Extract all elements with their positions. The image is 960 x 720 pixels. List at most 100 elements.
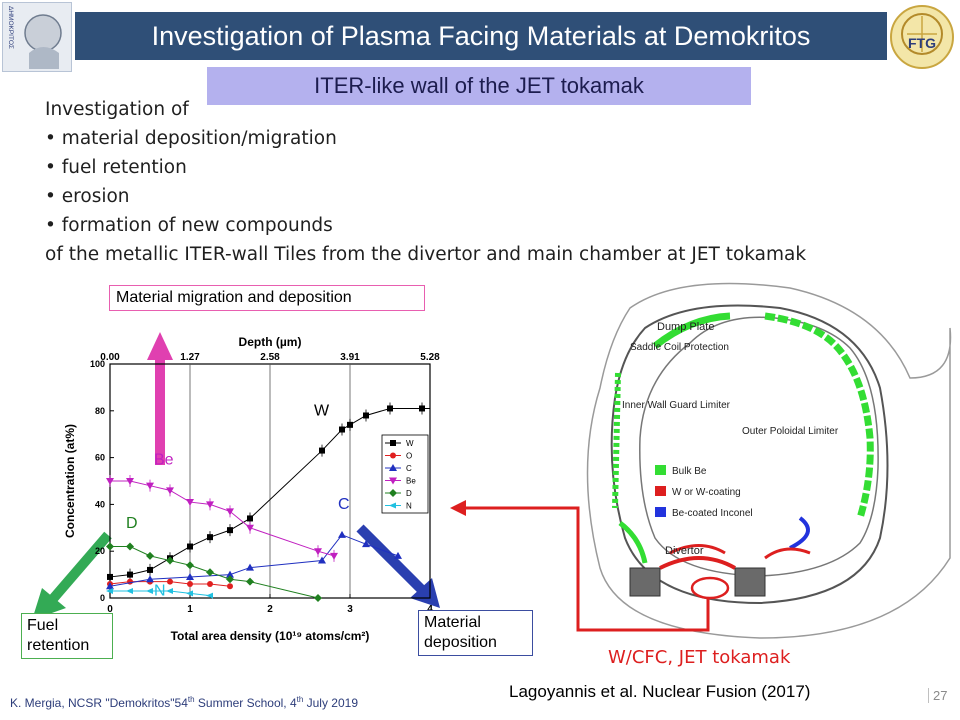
- demokritos-logo: ΔΗΜΟΚΡΙΤΟΣ: [2, 2, 72, 72]
- legend-w-coating: W or W-coating: [672, 487, 741, 498]
- data-point-d: [186, 561, 194, 570]
- bullet-item: • material deposition/migration: [45, 128, 337, 149]
- footer-sup: th: [296, 695, 304, 704]
- footer-sup: th: [187, 695, 195, 704]
- data-point-n: [106, 587, 113, 594]
- legend-entry: D: [406, 489, 412, 498]
- data-point-c: [338, 530, 346, 538]
- migration-arrow-head: [147, 332, 173, 360]
- legend-marker: [390, 440, 396, 446]
- footer-end: July 2019: [303, 696, 358, 710]
- data-point-c: [362, 540, 370, 548]
- series-line-be: [110, 480, 335, 557]
- x-tick-label: 1: [187, 604, 193, 615]
- closing-text: of the metallic ITER-wall Tiles from the…: [45, 244, 807, 265]
- migration-arrow-shaft: [155, 355, 165, 465]
- bullet-item: • fuel retention: [45, 157, 187, 178]
- legend-inconel: Be-coated Inconel: [672, 508, 753, 519]
- data-point-d: [126, 542, 134, 551]
- footer-author: K. Mergia, NCSR "Demokritos"54: [10, 696, 188, 710]
- data-point-be: [314, 548, 322, 556]
- intro-text: Investigation of: [45, 99, 189, 120]
- data-point-c: [226, 570, 234, 578]
- y-tick-label: 40: [95, 499, 105, 509]
- slide-subtitle: ITER-like wall of the JET tokamak: [207, 67, 751, 105]
- page-number: 27: [928, 688, 947, 703]
- top-tick-label: 0.00: [100, 352, 120, 363]
- x-tick-label: 2: [267, 604, 273, 615]
- chart-legend: [381, 434, 429, 514]
- x-axis-label: Total area density (10¹⁹ atoms/cm²): [171, 629, 370, 643]
- data-point-o: [227, 583, 233, 590]
- outer-limiter-label: Outer Poloidal Limiter: [742, 426, 839, 437]
- saddle-coil-label: Saddle Coil Protection: [630, 342, 729, 353]
- fuel-retention-arrow-shaft: [48, 531, 112, 604]
- data-point-w: [147, 566, 153, 573]
- data-point-w: [319, 447, 325, 454]
- data-point-be: [106, 478, 114, 485]
- legend-entry: W: [406, 439, 414, 448]
- legend-bulk-be: Bulk Be: [672, 466, 707, 477]
- svg-text:ΔΗΜΟΚΡΙΤΟΣ: ΔΗΜΟΚΡΙΤΟΣ: [7, 6, 14, 49]
- bullet-item: • formation of new compounds: [45, 215, 333, 236]
- data-point-w: [347, 421, 353, 428]
- y-axis-label: Concentration (at%): [63, 424, 77, 538]
- material-migration-label: Material migration and deposition: [109, 285, 425, 311]
- legend-marker: [389, 489, 397, 497]
- footer: K. Mergia, NCSR "Demokritos"54th Summer …: [10, 695, 358, 710]
- y-tick-label: 80: [95, 406, 105, 416]
- series-annotation: D: [126, 515, 138, 532]
- data-point-c: [186, 572, 194, 580]
- data-point-be: [126, 478, 134, 485]
- y-tick-label: 100: [90, 359, 105, 369]
- x-tick-label: 0: [107, 604, 113, 615]
- data-point-d: [314, 594, 322, 602]
- top-tick-label: 2.58: [260, 352, 280, 363]
- data-point-o: [207, 580, 213, 587]
- deposition-arrow-head: [410, 578, 440, 608]
- data-point-be: [206, 501, 214, 509]
- footer-mid: Summer School, 4: [194, 696, 297, 710]
- data-point-d: [246, 577, 254, 586]
- data-point-c: [146, 575, 154, 583]
- legend-entry: O: [406, 452, 412, 461]
- legend-marker: [390, 452, 396, 459]
- data-point-be: [146, 482, 154, 490]
- data-point-w: [107, 573, 113, 580]
- data-point-o: [127, 578, 133, 585]
- data-point-w: [339, 426, 345, 433]
- series-annotation: W: [314, 402, 330, 419]
- data-point-be: [166, 487, 174, 495]
- data-point-be: [226, 508, 234, 516]
- slide-title: Investigation of Plasma Facing Materials…: [75, 12, 887, 60]
- legend-swatch-inconel: [655, 507, 666, 517]
- fuel-retention-label: Fuel retention: [21, 613, 113, 659]
- x-tick-label: 3: [347, 604, 353, 615]
- data-point-c: [318, 556, 326, 564]
- data-point-be: [246, 524, 254, 532]
- data-point-w: [207, 534, 213, 541]
- data-point-d: [106, 542, 114, 551]
- data-point-o: [187, 580, 193, 587]
- series-annotation: C: [338, 496, 350, 513]
- series-line-c: [109, 534, 399, 587]
- jet-tokamak-label: W/CFC, JET tokamak: [608, 647, 791, 668]
- red-connector-arrow: [450, 500, 710, 632]
- data-point-w: [227, 527, 233, 534]
- y-tick-label: 0: [100, 593, 105, 603]
- citation: Lagoyannis et al. Nuclear Fusion (2017): [509, 682, 811, 701]
- jet-tokamak-diagram: Dump Plate Saddle Coil Protection Inner …: [586, 282, 952, 639]
- legend-entry: C: [406, 464, 412, 473]
- bullet-item: • erosion: [45, 186, 130, 207]
- y-tick-label: 20: [95, 546, 105, 556]
- data-point-be: [330, 552, 338, 560]
- data-point-o: [167, 578, 173, 585]
- data-point-n: [146, 587, 153, 594]
- x-tick-label: 4: [427, 604, 433, 615]
- data-point-w: [419, 405, 425, 412]
- legend-marker: [389, 464, 397, 471]
- data-point-w: [363, 412, 369, 419]
- material-deposition-label: Material deposition: [418, 610, 533, 656]
- top-tick-label: 5.28: [420, 352, 440, 363]
